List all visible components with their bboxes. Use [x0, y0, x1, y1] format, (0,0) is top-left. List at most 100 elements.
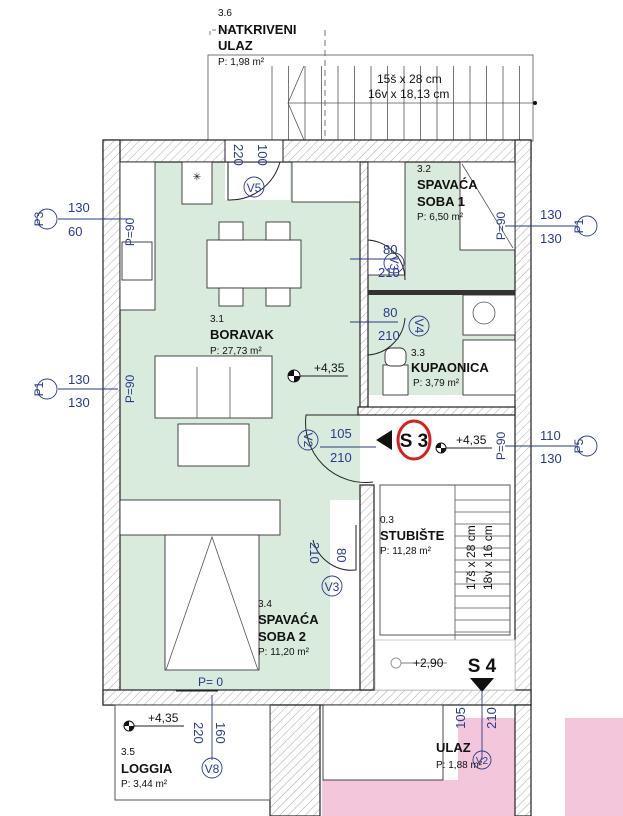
svg-text:P=90: P=90 [494, 211, 508, 240]
svg-text:ULAZ: ULAZ [218, 38, 253, 53]
room-label-stubiste: 0.3 STUBIŠTE P: 11,28 m² [380, 515, 445, 557]
svg-text:3.3: 3.3 [411, 348, 425, 359]
svg-text:130: 130 [68, 200, 90, 215]
svg-text:80: 80 [334, 548, 349, 562]
svg-text:V2: V2 [476, 756, 489, 767]
fan-icon: ✳ [193, 172, 201, 183]
svg-text:210: 210 [330, 450, 352, 465]
svg-text:V3: V3 [387, 256, 401, 271]
svg-text:LOGGIA: LOGGIA [121, 761, 173, 776]
svg-text:V8: V8 [205, 762, 220, 776]
svg-text:V5: V5 [247, 181, 262, 195]
room-label-soba-2: 3.4 SPAVAĆA SOBA 2 P: 11,20 m² [258, 599, 319, 658]
svg-text:V2: V2 [301, 433, 315, 448]
svg-text:P: 11,28 m²: P: 11,28 m² [380, 546, 432, 557]
room-label-kupaonica: 3.3 KUPAONICA P: 3,79 m² [411, 348, 489, 389]
svg-text:3.1: 3.1 [210, 314, 224, 325]
svg-text:80: 80 [383, 305, 397, 320]
svg-text:3.2: 3.2 [417, 164, 431, 175]
section-marker-s4[interactable]: S 4 [468, 656, 497, 692]
door-v5: 220 100 V5 [227, 144, 281, 201]
svg-text:KUPAONICA: KUPAONICA [411, 360, 489, 375]
svg-text:P: 6,50 m²: P: 6,50 m² [417, 212, 464, 223]
level-marker-loggia: +4,35 [123, 711, 184, 732]
svg-text:+2,90: +2,90 [413, 656, 444, 670]
svg-text:105: 105 [453, 707, 468, 729]
svg-text:+4,35: +4,35 [314, 361, 345, 375]
door-v8: 220 160 V8 P= 0 [176, 675, 228, 779]
svg-text:220: 220 [191, 722, 206, 744]
svg-text:130: 130 [540, 207, 562, 222]
svg-text:3.4: 3.4 [258, 599, 272, 610]
room-label-ulaz: ULAZ P: 1,88 m² [436, 740, 483, 771]
stair-spec-4: 18v x 16 cm [481, 525, 495, 590]
svg-text:SOBA 2: SOBA 2 [258, 629, 306, 644]
room-label-soba-1: 3.2 SPAVAĆA SOBA 1 P: 6,50 m² [417, 164, 478, 223]
bed-2 [164, 534, 260, 671]
svg-text:130: 130 [68, 372, 90, 387]
washing-machine [462, 294, 516, 336]
walls [102, 139, 532, 816]
sofa [154, 355, 273, 419]
svg-text:3.6: 3.6 [218, 8, 232, 19]
svg-text:P5: P5 [572, 438, 586, 453]
svg-text:ULAZ: ULAZ [436, 740, 471, 755]
svg-text:STUBIŠTE: STUBIŠTE [380, 528, 445, 543]
svg-text:NATKRIVENI: NATKRIVENI [218, 22, 296, 37]
svg-text:130: 130 [540, 451, 562, 466]
svg-text:60: 60 [68, 224, 82, 239]
svg-text:P: 1,88 m²: P: 1,88 m² [436, 760, 483, 771]
svg-text:P= 0: P= 0 [198, 675, 223, 689]
window-p1-left: P1 130 130 P=90 [32, 372, 137, 410]
svg-text:130: 130 [540, 231, 562, 246]
svg-text:S 3: S 3 [400, 431, 429, 452]
svg-text:SOBA 1: SOBA 1 [417, 194, 465, 209]
door-v2: 105 210 V2 [297, 414, 376, 483]
exterior-stair [207, 29, 537, 142]
svg-text:P: 3,79 m²: P: 3,79 m² [413, 378, 460, 389]
svg-text:P=90: P=90 [123, 217, 137, 246]
stair-spec-1: 15š x 28 cm [377, 72, 442, 86]
svg-text:P=90: P=90 [494, 431, 508, 460]
toilet [382, 364, 409, 396]
svg-text:SPAVAĆA: SPAVAĆA [258, 612, 319, 627]
svg-text:P: 27,73 m²: P: 27,73 m² [210, 346, 262, 357]
stair-spec-2: 16v x 18,13 cm [368, 87, 449, 101]
svg-text:210: 210 [307, 542, 322, 564]
svg-text:220: 220 [231, 144, 246, 166]
svg-text:P=90: P=90 [123, 374, 137, 403]
svg-text:210: 210 [378, 265, 400, 280]
svg-text:130: 130 [68, 395, 90, 410]
svg-text:100: 100 [255, 144, 270, 166]
room-label-boravak: 3.1 BORAVAK P: 27,73 m² [210, 314, 274, 357]
svg-text:3.5: 3.5 [121, 747, 135, 758]
level-marker-lower: +2,90 [390, 656, 447, 670]
svg-text:SPAVAĆA: SPAVAĆA [417, 177, 478, 192]
svg-text:210: 210 [484, 707, 499, 729]
door-v3-soba1: 80 210 V3 [350, 239, 406, 281]
svg-text:P: 11,20 m²: P: 11,20 m² [258, 647, 310, 658]
svg-text:V3: V3 [325, 580, 340, 594]
level-marker-hall: +4,35 [435, 433, 492, 454]
dining-table [206, 239, 302, 289]
svg-text:110: 110 [540, 428, 561, 443]
stair-spec-3: 17š x 28 cm [464, 525, 478, 590]
svg-text:P: 3,44 m²: P: 3,44 m² [121, 779, 168, 790]
svg-text:105: 105 [330, 426, 352, 441]
door-v3-soba2: 210 80 V3 [307, 525, 357, 597]
svg-text:210: 210 [378, 328, 400, 343]
level-marker-boravak: +4,35 [287, 361, 348, 383]
door-v4: 80 210 V4 [350, 305, 430, 356]
window-p3: P3 130 60 P=90 [32, 200, 137, 246]
window-p1-right: P1 130 130 P=90 [494, 207, 598, 246]
shower [462, 339, 516, 396]
svg-text:P3: P3 [32, 211, 46, 226]
svg-text:V4: V4 [412, 319, 426, 334]
window-p5: P5 110 130 P=90 [494, 428, 598, 466]
svg-text:0.3: 0.3 [380, 515, 394, 526]
svg-text:S 4: S 4 [468, 656, 497, 677]
svg-text:BORAVAK: BORAVAK [210, 327, 274, 342]
section-marker-s3[interactable]: S 3 [376, 419, 432, 461]
svg-text:160: 160 [213, 722, 228, 744]
